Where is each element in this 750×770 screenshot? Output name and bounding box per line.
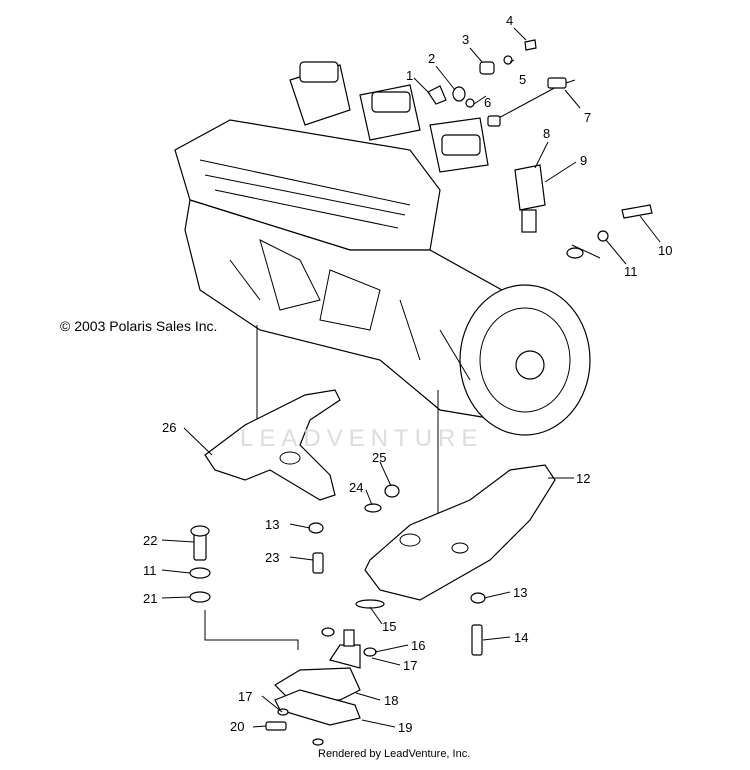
callout-5: 5 bbox=[519, 72, 526, 87]
callout-4: 4 bbox=[506, 13, 513, 28]
callout-17: 17 bbox=[403, 658, 417, 673]
callout-13: 13 bbox=[265, 517, 279, 532]
leader-lines bbox=[161, 27, 661, 728]
copyright-notice: © 2003 Polaris Sales Inc. bbox=[60, 318, 218, 334]
lower-hardware bbox=[189, 484, 486, 746]
callout-7: 7 bbox=[584, 110, 591, 125]
callout-17-lower: 17 bbox=[238, 689, 252, 704]
callout-8: 8 bbox=[543, 126, 550, 141]
callout-1: 1 bbox=[406, 68, 413, 83]
callout-3: 3 bbox=[462, 32, 469, 47]
callout-16: 16 bbox=[411, 638, 425, 653]
callout-23: 23 bbox=[265, 550, 279, 565]
callout-12: 12 bbox=[576, 471, 590, 486]
callout-labels: 1 2 3 4 5 6 7 8 9 10 11 12 13 14 15 16 1… bbox=[143, 13, 672, 735]
callout-24: 24 bbox=[349, 480, 363, 495]
callout-20: 20 bbox=[230, 719, 244, 734]
callout-13-right: 13 bbox=[513, 585, 527, 600]
callout-22: 22 bbox=[143, 533, 157, 548]
callout-19: 19 bbox=[398, 720, 412, 735]
callout-25: 25 bbox=[372, 450, 386, 465]
callout-11: 11 bbox=[624, 264, 638, 279]
engine-assembly bbox=[174, 61, 591, 436]
render-credit: Rendered by LeadVenture, Inc. bbox=[318, 748, 471, 760]
callout-2: 2 bbox=[428, 51, 435, 66]
callout-10: 10 bbox=[658, 243, 672, 258]
callout-14: 14 bbox=[514, 630, 528, 645]
callout-9: 9 bbox=[580, 153, 587, 168]
callout-21: 21 bbox=[143, 591, 157, 606]
callout-15: 15 bbox=[382, 619, 396, 634]
fastener-parts bbox=[427, 39, 653, 259]
callout-26: 26 bbox=[162, 420, 176, 435]
callout-11-lower: 11 bbox=[143, 563, 157, 578]
mount-brackets bbox=[204, 389, 556, 601]
callout-18: 18 bbox=[384, 693, 398, 708]
callout-6: 6 bbox=[484, 95, 491, 110]
watermark: LEADVENTURE bbox=[240, 425, 484, 452]
